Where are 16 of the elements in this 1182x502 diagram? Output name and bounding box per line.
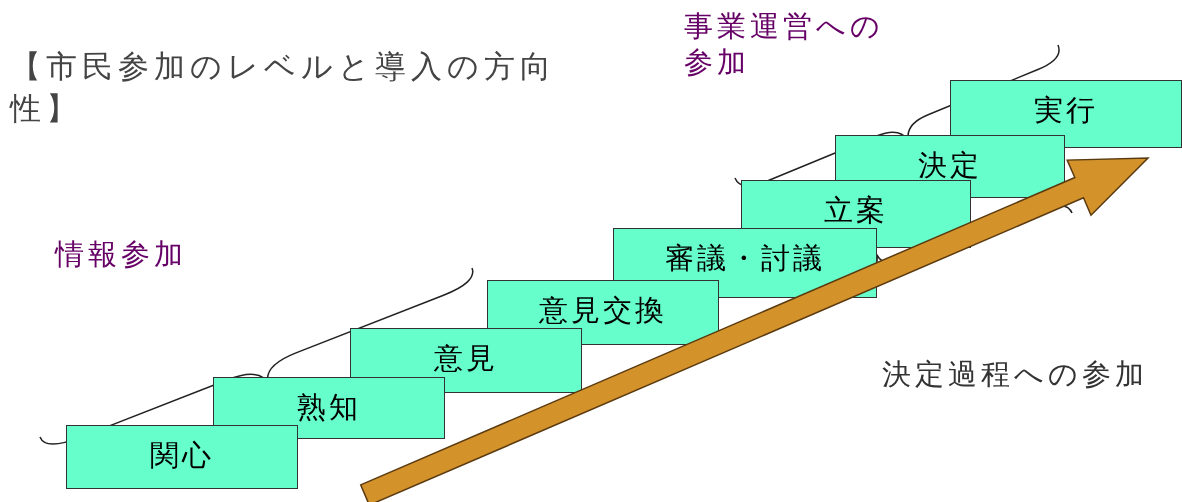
step-label: 熟知 — [297, 389, 361, 426]
step-label: 意見交換 — [539, 292, 667, 329]
step-label: 意見 — [434, 340, 498, 377]
step-label: 立案 — [824, 192, 888, 229]
step-box — [950, 80, 1182, 148]
group-label: 情報参加 — [55, 236, 188, 272]
step-label: 関心 — [150, 437, 214, 474]
step-box — [213, 377, 445, 439]
step-box — [350, 328, 582, 393]
group-label: 決定過程への参加 — [882, 356, 1149, 392]
step-box — [66, 425, 298, 489]
step-label: 決定 — [918, 147, 982, 184]
diagram-title: 【市民参加のレベルと導入の方向性】 — [10, 47, 557, 128]
group-label: 事業運営への参加 — [684, 8, 885, 80]
step-label: 審議・討議 — [665, 240, 825, 277]
step-label: 実行 — [1034, 92, 1098, 129]
